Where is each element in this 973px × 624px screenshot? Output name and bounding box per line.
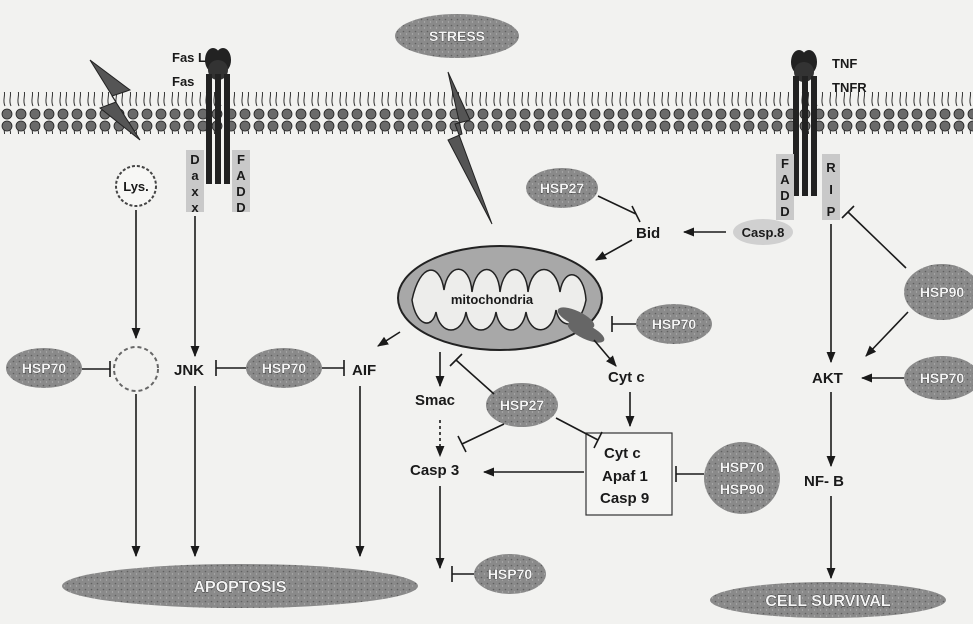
- box-cytc-label: Cyt c: [604, 445, 641, 462]
- stress-node: STRESS: [395, 14, 519, 58]
- rip-box: R I P: [822, 154, 840, 220]
- svg-text:CELL SURVIVAL: CELL SURVIVAL: [765, 593, 891, 610]
- svg-text:HSP27: HSP27: [540, 180, 585, 196]
- svg-text:HSP90: HSP90: [720, 481, 765, 497]
- lysosome-node: Lys.: [116, 166, 156, 206]
- fadd-left-box: F A D D: [232, 150, 250, 215]
- svg-text:D: D: [780, 188, 789, 203]
- smac-label: Smac: [415, 392, 455, 409]
- tnfr-label: TNFR: [832, 80, 867, 95]
- hsp70-left-node: HSP70: [6, 348, 82, 388]
- bid-label: Bid: [636, 225, 660, 242]
- box-casp9-label: Casp 9: [600, 490, 649, 507]
- svg-text:D: D: [236, 200, 245, 215]
- fas-l-label: Fas L: [172, 50, 206, 65]
- aif-label: AIF: [352, 362, 376, 379]
- hsp70-mito-node: HSP70: [636, 304, 712, 344]
- svg-text:F: F: [237, 152, 245, 167]
- casp8-node: Casp.8: [733, 219, 793, 245]
- svg-text:D: D: [780, 204, 789, 219]
- nfkb-label: NF- B: [804, 473, 844, 490]
- svg-text:HSP90: HSP90: [920, 284, 965, 300]
- svg-text:F: F: [781, 156, 789, 171]
- akt-label: AKT: [812, 370, 843, 387]
- mitochondria-label: mitochondria: [451, 292, 534, 307]
- hsp70-akt-node: HSP70: [904, 356, 973, 400]
- box-apaf-label: Apaf 1: [602, 468, 648, 485]
- hsp90-right-node: HSP90: [904, 264, 973, 320]
- cytc-out-label: Cyt c: [608, 369, 645, 386]
- svg-text:APOPTOSIS: APOPTOSIS: [193, 579, 286, 596]
- svg-text:A: A: [236, 168, 246, 183]
- svg-text:HSP70: HSP70: [22, 360, 67, 376]
- hsp27-top-node: HSP27: [526, 168, 598, 208]
- svg-text:D: D: [236, 184, 245, 199]
- svg-text:HSP70: HSP70: [920, 370, 965, 386]
- svg-text:I: I: [829, 182, 833, 197]
- cell-survival-node: CELL SURVIVAL: [710, 582, 946, 618]
- fadd-right-box: F A D D: [776, 154, 794, 220]
- mitochondria-node: mitochondria: [398, 246, 607, 350]
- lys-label: Lys.: [123, 179, 149, 194]
- svg-text:HSP70: HSP70: [652, 316, 697, 332]
- fas-label: Fas: [172, 74, 194, 89]
- svg-text:D: D: [190, 152, 199, 167]
- cell-membrane: [0, 92, 973, 134]
- tnf-label: TNF: [832, 56, 857, 71]
- svg-text:P: P: [827, 204, 836, 219]
- hsp70-jnk-node: HSP70: [246, 348, 322, 388]
- svg-text:HSP27: HSP27: [500, 397, 545, 413]
- jnk-label: JNK: [174, 362, 204, 379]
- hsp70-bottom-node: HSP70: [474, 554, 546, 594]
- apoptosis-node: APOPTOSIS: [62, 564, 418, 608]
- hsp70-hsp90-node: HSP70 HSP90: [704, 442, 780, 514]
- svg-text:x: x: [191, 184, 199, 199]
- svg-text:Casp.8: Casp.8: [742, 225, 785, 240]
- daxx-box: D a x x: [186, 150, 204, 215]
- stress-label: STRESS: [429, 28, 485, 44]
- ruptured-lysosome-icon: [114, 347, 158, 391]
- svg-text:x: x: [191, 200, 199, 215]
- svg-text:a: a: [191, 168, 199, 183]
- svg-text:HSP70: HSP70: [488, 566, 533, 582]
- svg-text:R: R: [826, 160, 836, 175]
- svg-text:A: A: [780, 172, 790, 187]
- hsp27-mid-node: HSP27: [486, 383, 558, 427]
- svg-text:HSP70: HSP70: [720, 459, 765, 475]
- casp3-label: Casp 3: [410, 462, 459, 479]
- apoptosome-box: Cyt c Apaf 1 Casp 9: [586, 433, 672, 515]
- svg-text:HSP70: HSP70: [262, 360, 307, 376]
